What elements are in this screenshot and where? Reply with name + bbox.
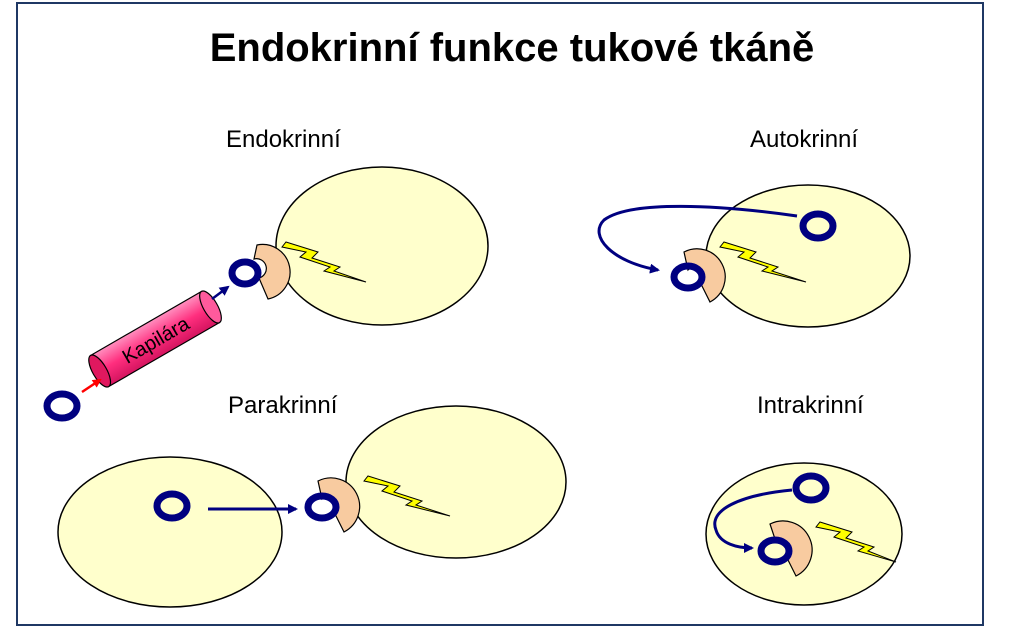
fat-cell: [275, 166, 489, 326]
fat-cell: [705, 184, 911, 328]
panel-autokrinni: [597, 184, 911, 328]
hormone: [304, 492, 340, 522]
hormone: [799, 210, 837, 242]
diagram-title: Endokrinní funkce tukové tkáně: [209, 26, 815, 70]
arrow-to-receptor: [211, 285, 230, 300]
intracrine-arrow: [713, 488, 793, 553]
autocrine-arrow: [597, 204, 798, 274]
panel-parakrinni: [57, 405, 567, 608]
signal-lightning: [363, 475, 451, 517]
arrow-to-capillary: [81, 378, 102, 394]
label-intrakrinni: Intrakrinní: [757, 392, 864, 419]
label-parakrinni: Parakrinní: [228, 392, 338, 419]
panel-intrakrinni: [705, 462, 903, 606]
receptor: [253, 243, 291, 300]
hormone: [757, 536, 793, 566]
hormone: [43, 390, 81, 422]
signal-lightning: [719, 241, 807, 283]
panel-endokrinni: Kapilára: [43, 166, 489, 422]
capillary: Kapilára: [88, 290, 222, 388]
hormone: [153, 490, 191, 522]
hormone: [670, 262, 706, 292]
label-autokrinni: Autokrinní: [750, 126, 859, 153]
hormone: [792, 472, 830, 504]
signal-lightning: [815, 521, 897, 563]
hormone: [228, 258, 262, 288]
label-endokrinni: Endokrinní: [226, 126, 341, 153]
signal-lightning: [281, 241, 367, 283]
fat-cell: [57, 456, 283, 608]
